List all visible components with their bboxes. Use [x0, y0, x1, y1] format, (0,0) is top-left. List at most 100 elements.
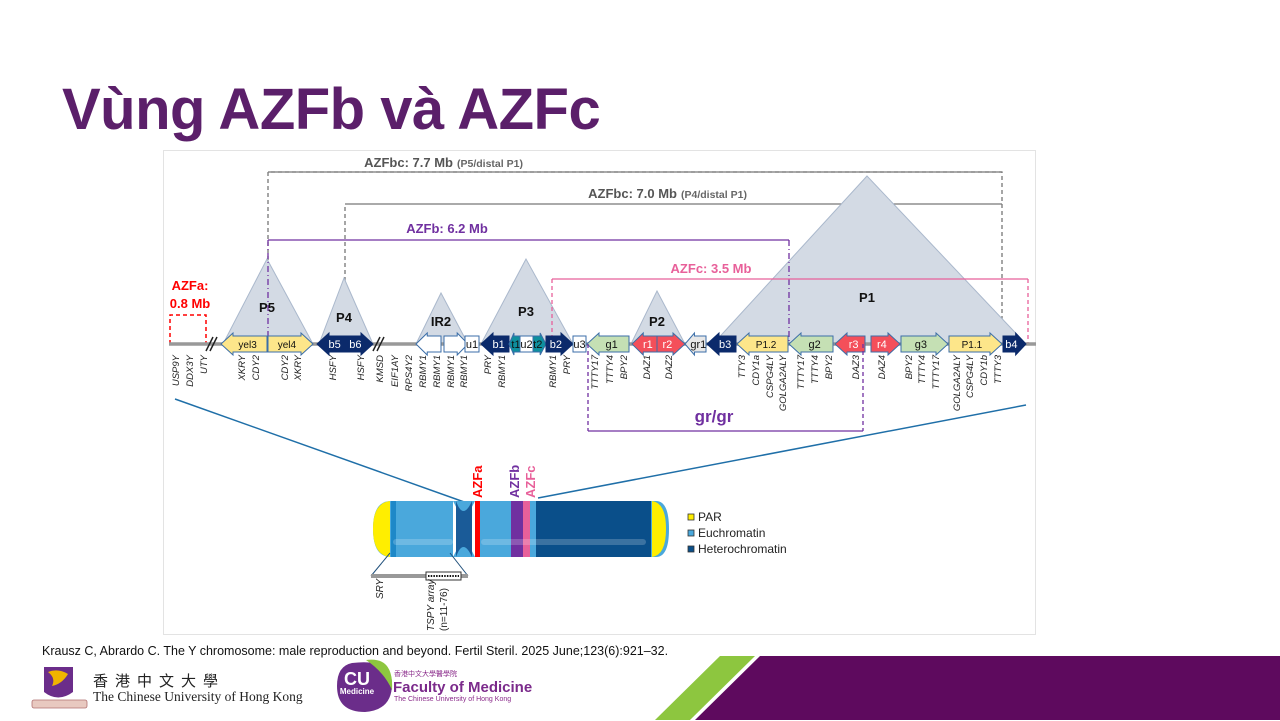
amplicon-label: b2 — [550, 339, 562, 351]
amplicon-yel3-arrow — [220, 331, 268, 357]
gr-gr-label: gr/gr — [695, 407, 734, 426]
amplicon-label: g2 — [808, 339, 820, 351]
amplicon-label: b3 — [719, 339, 731, 351]
amplicon-label: gr1 — [690, 339, 706, 351]
amplicon-label: yel4 — [278, 340, 297, 351]
gr-gr-bracket — [587, 344, 864, 432]
amplicon-b3-arrow — [706, 331, 737, 357]
gene-label: BPY2 — [904, 354, 915, 379]
amplicon-label: r2 — [663, 339, 673, 351]
purple-band — [695, 656, 1280, 720]
azfb-band-label: AZFb — [507, 465, 522, 498]
amplicon-label: t1 — [511, 339, 520, 351]
amplicon-label: r1 — [643, 339, 653, 351]
gene-label: DAZ2 — [664, 354, 675, 379]
gene-label: TTY3 — [737, 354, 748, 378]
amplicon-yel4-arrow — [267, 331, 314, 357]
break-mark — [205, 336, 385, 352]
gene-label: KMSD — [375, 355, 386, 383]
sry-label: SRY — [375, 577, 386, 599]
gene-label: TTTY17 — [796, 354, 807, 389]
short-arm-detail — [370, 552, 469, 581]
gene-label: PRY — [483, 354, 494, 374]
y-chromosome — [373, 501, 669, 557]
gene-label: RBMY1 — [459, 355, 470, 388]
gene-label: RPS4Y2 — [404, 354, 415, 391]
gene-label: CDY1b — [979, 355, 990, 386]
amplicon-u1-arrow — [464, 335, 480, 353]
gene-label: TTTY4 — [605, 355, 616, 384]
gene-label: PRY — [562, 354, 573, 374]
amplicon-label: b6 — [349, 339, 361, 351]
azfa-label: AZFa: — [172, 278, 209, 293]
azfbc-7-0-label: AZFbc: 7.0 Mb — [588, 186, 677, 201]
chromosome-legend: PAR Euchromatin Heterochromatin — [687, 510, 787, 556]
cuhk-chinese-name: 香港中文大學 — [93, 672, 226, 690]
azfa-bracket — [169, 314, 207, 344]
legend-euchromatin: Euchromatin — [698, 526, 765, 540]
faculty-subtitle: The Chinese University of Hong Kong — [394, 696, 512, 703]
azfc-bracket — [551, 278, 1029, 344]
palindrome-label: P4 — [336, 310, 353, 325]
faculty-chinese-name: 香港中文大學醫學院 — [394, 671, 457, 678]
amplicon-p1-1-arrow — [948, 331, 1003, 357]
amplicon-label: t2 — [533, 339, 542, 351]
zoom-line-left — [174, 398, 468, 504]
cu-medicine-logo-text: CU Medicine — [339, 669, 375, 696]
amplicon-label: b4 — [1005, 339, 1017, 351]
palindrome-label: IR2 — [431, 314, 451, 329]
amplicon-g2-arrow — [788, 331, 834, 357]
gene-label: RBMY1 — [548, 355, 559, 388]
azfc-label: AZFc: 3.5 Mb — [671, 261, 752, 276]
gene-label: CSPG4LY — [765, 354, 776, 398]
gene-label: DAZ3 — [851, 354, 862, 379]
palindrome-label: P2 — [649, 314, 665, 329]
amplicon-b4-arrow — [1002, 331, 1027, 357]
azfbc-7-0-sublabel: (P4/distal P1) — [681, 189, 747, 201]
azfbc-7-7-sublabel: (P5/distal P1) — [457, 158, 523, 170]
cuhk-crest-logo — [31, 667, 88, 709]
amplicon-label: u2 — [520, 339, 532, 351]
legend-heterochromatin: Heterochromatin — [698, 542, 787, 556]
amplicon-label: b1 — [492, 339, 504, 351]
amplicon-b1-arrow — [480, 331, 510, 357]
gene-label: CDY2 — [280, 354, 291, 380]
amplicon-r1-arrow — [631, 331, 658, 357]
gene-label: CDY1a — [751, 355, 762, 386]
gene-label: RBMY1 — [418, 355, 429, 388]
amplicon-r2-arrow — [656, 331, 686, 357]
amplicon-label: yel3 — [238, 340, 257, 351]
azfc-band-label: AZFc — [523, 466, 538, 499]
amplicon-ir2-arm-arrow — [443, 331, 469, 357]
gene-label: XKRY — [293, 354, 304, 381]
amplicon-b5-arrow — [316, 331, 346, 357]
amplicon-label: P1.1 — [962, 340, 983, 351]
gene-label: XKRY — [237, 354, 248, 381]
amplicon-ir2-arm-arrow — [415, 331, 442, 357]
amplicon-label: r4 — [877, 339, 887, 351]
azfb-bracket — [267, 239, 790, 344]
amplicon-label: u3 — [573, 339, 585, 351]
gene-label: BPY2 — [619, 354, 630, 379]
slide-title: Vùng AZFb và AZFc — [62, 77, 601, 142]
gene-label: TTTY17 — [931, 354, 942, 389]
amplicon-t1-arrow — [508, 332, 521, 356]
amplicon-g3-arrow — [900, 331, 949, 357]
amplicon-gr1-arrow — [684, 331, 707, 357]
gene-label: RBMY1 — [432, 355, 443, 388]
azfb-band — [511, 501, 523, 557]
tspy-array-label: TSPY array — [426, 579, 437, 631]
amplicon-b2-arrow — [545, 331, 574, 357]
gene-label: TTTY3 — [993, 354, 1004, 384]
cuhk-english-name: The Chinese University of Hong Kong — [93, 689, 303, 704]
azfa-band-label: AZFa — [470, 465, 485, 498]
gene-label: DDX3Y — [185, 354, 196, 386]
amplicon-label: u1 — [466, 339, 478, 351]
azfa-size-label: 0.8 Mb — [170, 296, 211, 311]
gene-label: UTY — [199, 354, 210, 374]
palindrome-label: P5 — [259, 300, 275, 315]
amplicon-g1-arrow — [586, 331, 630, 357]
gene-label: HSFY — [328, 354, 339, 380]
